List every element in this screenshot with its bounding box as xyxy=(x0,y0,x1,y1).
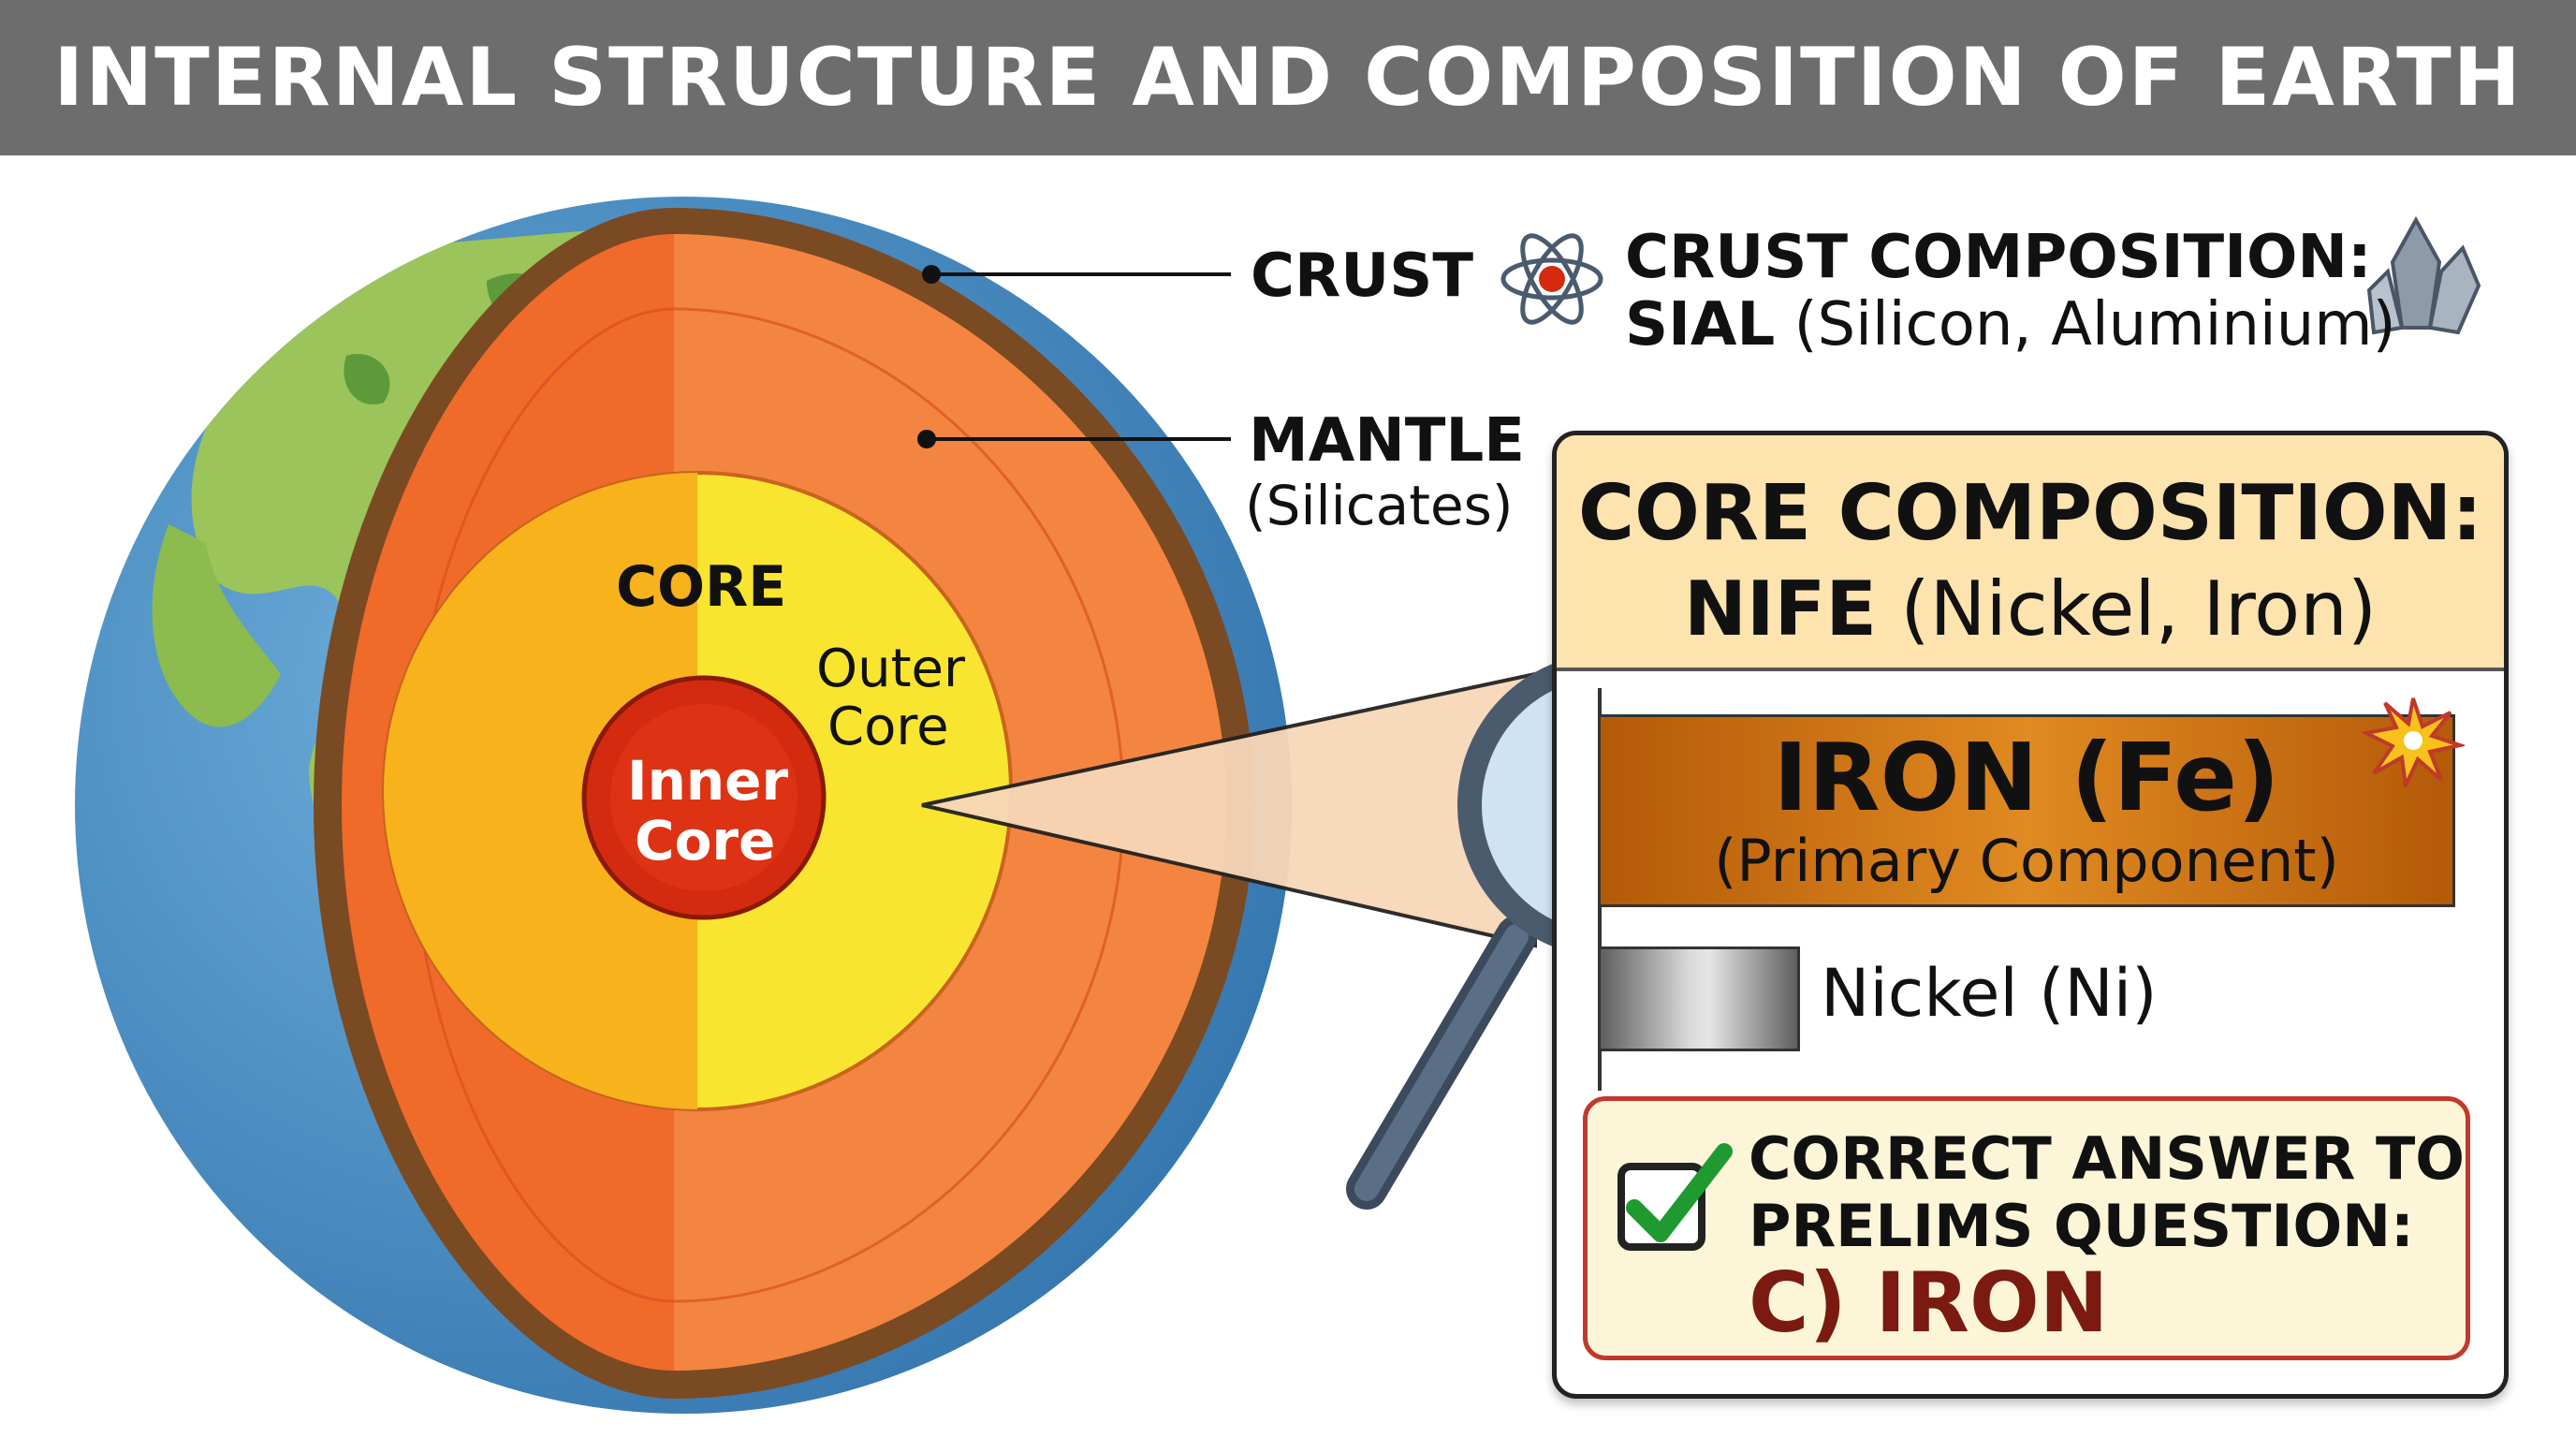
nickel-label: Nickel (Ni) xyxy=(1821,955,2158,1032)
crust-composition-detail: SIAL (Silicon, Aluminium) xyxy=(1625,290,2396,360)
page-title: INTERNAL STRUCTURE AND COMPOSITION OF EA… xyxy=(53,31,2523,125)
checkmark-icon xyxy=(1617,1143,1733,1251)
core-label: CORE xyxy=(616,554,787,620)
crystal-icon xyxy=(2366,215,2481,335)
globe xyxy=(75,197,1292,1414)
inner-core-label-line2: Core xyxy=(635,809,776,873)
nickel-bar xyxy=(1598,946,1800,1051)
core-composition-detail: NIFE (Nickel, Iron) xyxy=(1557,565,2504,653)
answer-line1: CORRECT ANSWER TO xyxy=(1749,1124,2466,1193)
starburst-icon xyxy=(2362,697,2465,787)
inner-core-label-line1: Inner xyxy=(627,749,789,813)
core-composition-box: CORE COMPOSITION: NIFE (Nickel, Iron) IR… xyxy=(1552,431,2509,1399)
outer-core-label-line1: Outer xyxy=(816,638,966,699)
iron-note: (Primary Component) xyxy=(1714,827,2339,895)
core-composition-heading: CORE COMPOSITION: xyxy=(1577,469,2483,558)
answer-box: CORRECT ANSWER TO PRELIMS QUESTION: C) I… xyxy=(1583,1096,2470,1360)
crust-label: CRUST xyxy=(1251,242,1473,311)
atom-icon xyxy=(1500,233,1603,325)
crust-composition-code: SIAL xyxy=(1625,290,1776,360)
answer-line2: PRELIMS QUESTION: xyxy=(1749,1192,2414,1260)
core-composition-code: NIFE xyxy=(1683,565,1877,653)
leader-lines xyxy=(917,265,1231,448)
answer-value: C) IRON xyxy=(1749,1255,2109,1351)
core-composition-elements: (Nickel, Iron) xyxy=(1900,565,2378,653)
answer-heading: CORRECT ANSWER TO PRELIMS QUESTION: xyxy=(1749,1125,2465,1260)
iron-name: IRON (Fe) xyxy=(1773,723,2280,832)
crust-composition-heading: CRUST COMPOSITION: xyxy=(1625,223,2372,292)
crust-composition-elements: (Silicon, Aluminium) xyxy=(1793,290,2396,360)
title-bar: INTERNAL STRUCTURE AND COMPOSITION OF EA… xyxy=(0,0,2576,155)
core-composition-header: CORE COMPOSITION: NIFE (Nickel, Iron) xyxy=(1557,435,2504,671)
mantle-label: MANTLE xyxy=(1249,406,1525,476)
outer-core-label-line2: Core xyxy=(827,697,949,757)
iron-bar: IRON (Fe) (Primary Component) xyxy=(1598,714,2455,907)
mantle-sublabel: (Silicates) xyxy=(1245,474,1514,537)
